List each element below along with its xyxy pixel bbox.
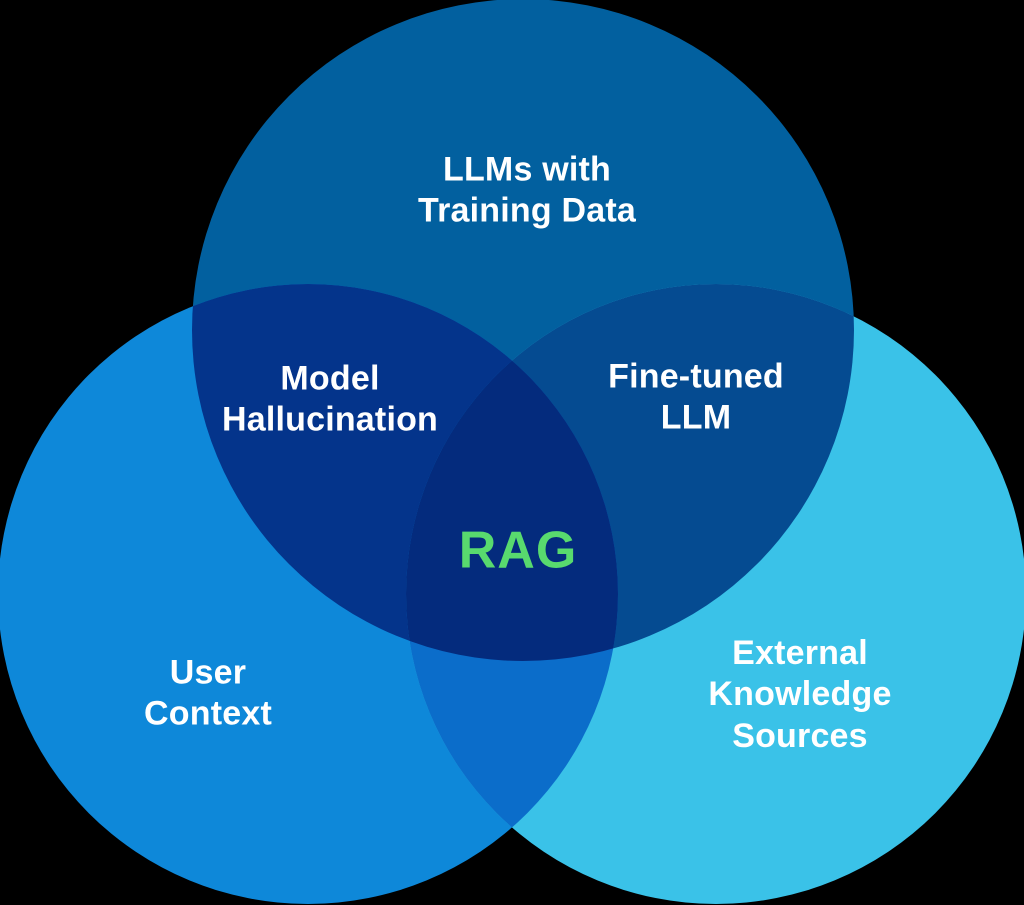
center-overlap-region [406, 284, 618, 661]
label-model-hallucination: Model Hallucination [221, 359, 439, 439]
label-rag: RAG [458, 521, 578, 580]
label-fine-tuned-llm: Fine-tuned LLM [608, 357, 784, 437]
label-external-knowledge-sources: External Knowledge Sources [708, 633, 892, 755]
label-user-context: User Context [144, 653, 272, 733]
label-llms-with-training-data: LLMs with Training Data [418, 150, 636, 230]
